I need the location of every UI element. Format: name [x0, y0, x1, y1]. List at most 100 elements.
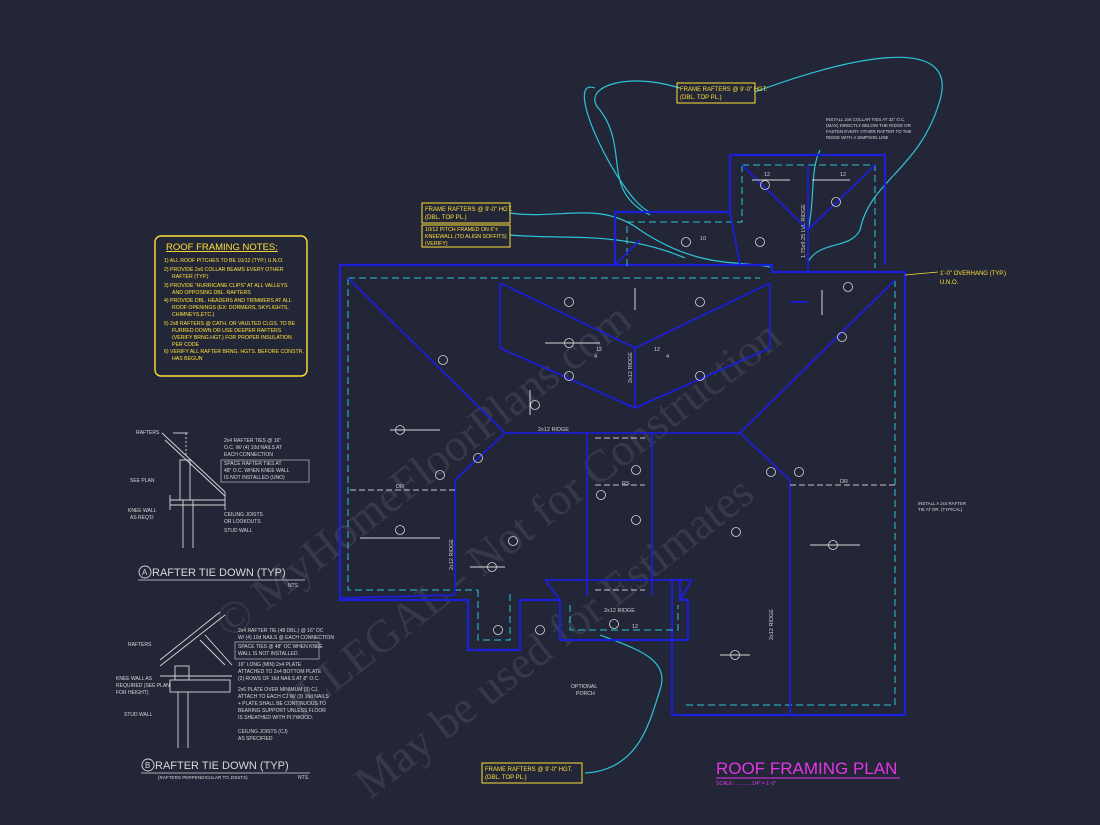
detail-b-label: ATTACHED TO 2x4 BOTTOM PLATE	[238, 669, 322, 675]
notes-title: ROOF FRAMING NOTES:	[166, 242, 278, 253]
detail-b-label: W/ (4) 10d NAILS @ EACH CONNECTION	[238, 635, 334, 641]
callout-left-line-4: KNEEWALL (TO ALIGN SOFFITS)	[425, 234, 507, 240]
pitch-label: 12	[840, 172, 846, 178]
ridge-label: 2x12 RIDGE	[538, 427, 569, 433]
detail-a-label: OR LOOKOUTS	[224, 519, 261, 525]
pitch-label: 12	[632, 624, 638, 630]
detail-b-label: + PLATE SHALL BE CONTINUOUS TO	[238, 701, 326, 707]
callout-left-line-2: (DBL. TOP PL.)	[425, 215, 467, 221]
pitch-label: 4	[666, 354, 669, 360]
detail-b-label: 16" LONG (MIN) 2x4 PLATE	[238, 662, 302, 668]
collar-note: (MAX) DIRECTLY BELOW THE RIDGE OR	[826, 123, 911, 128]
leader-lines	[509, 56, 943, 774]
detail-a-label: SPACE RAFTER TIES AT	[224, 461, 282, 467]
detail-b-label: ATTACH TO EACH CJ W/ (3) 16d NAILS	[238, 694, 329, 700]
detail-a-label: SEE PLAN	[130, 478, 155, 484]
note-line: CHIMNEYS,ETC.)	[172, 312, 215, 318]
porch-label: OPTIONAL	[571, 684, 597, 690]
detail-b-label: KNEE WALL AS	[116, 676, 153, 682]
detail-b-label: STUD WALL	[124, 712, 153, 718]
pitch-label: 4	[594, 354, 597, 360]
ridge-label: 2x12 RIDGE	[769, 609, 775, 640]
detail-b-label: IS SHEATHED WITH PLYWOOD.	[238, 715, 313, 721]
note-line: 4) PROVIDE DBL. HEADERS AND TRIMMERS AT …	[164, 298, 292, 304]
callout-top: FRAME RAFTERS @ 9'-0" HGT. (DBL. TOP PL.…	[676, 82, 768, 104]
detail-a-label: RAFTERS	[136, 430, 160, 436]
detail-a-label: 48" O.C. WHEN KNEE WALL	[224, 468, 290, 474]
detail-b-letter: B	[145, 761, 150, 770]
porch-label: PORCH	[576, 691, 595, 697]
note-line: 5) 2x8 RAFTERS @ CATH. OR VAULTED CLGS. …	[164, 321, 296, 327]
note-line: 3) PROVIDE "HURRICANE CLIPS" AT ALL VALL…	[164, 283, 288, 289]
detail-b-title: B RAFTER TIE DOWN (TYP) (RAFTERS PERPEND…	[141, 758, 310, 781]
callout-bottom-line-1: FRAME RAFTERS @ 9'-0" HGT.	[485, 767, 573, 773]
detail-b-label: (2) ROWS OF 16d NAILS AT 8" O.C.	[238, 676, 320, 682]
rafter-tags	[395, 180, 853, 660]
detail-b-subtitle: (RAFTERS PERPENDICULAR TO JOISTS)	[158, 775, 248, 780]
callout-left-line-1: FRAME RAFTERS @ 9'-0" HGT.	[425, 207, 513, 213]
drawing-scale: SCALE: ............1/4" = 1'-0"	[716, 781, 776, 787]
overhang-line-1: 1'-0" OVERHANG (TYP.)	[940, 271, 1006, 277]
callout-bottom-line-2: (DBL. TOP PL.)	[485, 775, 527, 781]
note-line: ROOF OPENINGS (EX: DORMERS, SKYLIGHTS,	[172, 305, 289, 311]
detail-b-label: 2x6 PLATE OVER MINIMUM (3) CJ,	[238, 687, 319, 693]
detail-b-label: 2x4 RAFTER TIE (48 DBL.) @ 16" OC	[238, 628, 324, 634]
detail-a-label: KNEE WALL	[128, 508, 157, 514]
detail-b-label: REQUIRED (SEE PLAN	[116, 683, 170, 689]
detail-b-label: CEILING JOISTS (CJ)	[238, 729, 288, 735]
pitch-label: 12	[764, 172, 770, 178]
callout-left: FRAME RAFTERS @ 9'-0" HGT. (DBL. TOP PL.…	[421, 202, 513, 248]
detail-a-label: EACH CONNECTION	[224, 452, 273, 458]
detail-b-title-text: RAFTER TIE DOWN (TYP)	[155, 760, 289, 772]
detail-a-label: AS REQ'D	[130, 515, 154, 521]
detail-b-nts: NTS.	[298, 775, 309, 781]
note-line: 1) ALL ROOF PITCHES TO BE 10/12 (TYP.) U…	[164, 258, 283, 264]
detail-a-title: A RAFTER TIE DOWN (TYP) NTS.	[138, 565, 305, 589]
lvl-ridge-label: 1.75x9.25 LVL RIDGE	[801, 204, 807, 258]
detail-a-label: O.C. W/ (4) 10d NAILS AT	[224, 445, 282, 451]
detail-b-label: AS SPECIFIED	[238, 736, 273, 742]
pitch-label: 12	[654, 347, 660, 353]
detail-b-label: RAFTERS	[128, 642, 152, 648]
detail-b-label: BEARING SUPPORT UNLESS FLOOR	[238, 708, 326, 714]
note-line: (VERIFY BRNG.HGT.) FOR PROPER INSULATION	[172, 335, 292, 341]
callout-overhang: 1'-0" OVERHANG (TYP.) U.N.O.	[904, 271, 1006, 286]
detail-b-space-box	[234, 641, 320, 660]
detail-a-title-text: RAFTER TIE DOWN (TYP)	[152, 567, 286, 579]
rs-label: RS	[622, 481, 630, 487]
detail-a-label: STUD WALL	[224, 528, 253, 534]
note-line: 6) VERIFY ALL RAFTER BRNG. HGTS. BEFORE …	[164, 349, 304, 355]
tie-note: INSTALL A 2x4 RAFTER	[918, 501, 966, 506]
ridge-label: 2x12 RIDGE	[449, 539, 455, 570]
drawing-title: ROOF FRAMING PLAN	[716, 759, 897, 778]
detail-a-nts: NTS.	[288, 583, 299, 589]
callout-left-line-5: (VERIFY)	[425, 241, 448, 247]
note-line: RAFTER (TYP.)	[172, 274, 209, 280]
drag-label-right: DR	[840, 479, 848, 485]
callout-top-line-1: FRAME RAFTERS @ 9'-0" HGT.	[680, 87, 768, 93]
drag-lines	[350, 437, 895, 591]
ridge-label: 2x12 RIDGE	[628, 352, 634, 383]
callout-bottom: FRAME RAFTERS @ 9'-0" HGT. (DBL. TOP PL.…	[481, 762, 583, 784]
detail-a-label: 2x4 RAFTER TIES @ 16"	[224, 438, 281, 444]
hip-ridge-lines	[339, 164, 896, 715]
collar-note: RIDGE WITH A SIMPSON LINE	[826, 135, 889, 140]
pitch-label: 10	[700, 236, 706, 242]
pitch-label: 12	[596, 347, 602, 353]
detail-b-label: SPACE TIES @ 48" OC WHEN KNEE	[238, 644, 323, 650]
roof-outline	[338, 153, 907, 717]
roof-framing-notes: ROOF FRAMING NOTES: 1) ALL ROOF PITCHES …	[154, 235, 308, 377]
detail-a-letter: A	[142, 568, 148, 577]
overhang-line-2: U.N.O.	[940, 280, 959, 286]
note-line: FURRED DOWN OR USE DEEPER RAFTERS	[172, 328, 282, 334]
callout-left-line-3: 10/12 PITCH FRAMED ON 6"±	[425, 227, 498, 233]
detail-a-label: IS NOT INSTALLED (UNO)	[224, 475, 285, 481]
note-line: PER CODE	[172, 342, 200, 348]
watermark: © MyHomeFloorPlans.com ILLEGAL - Not for…	[205, 292, 790, 808]
note-line: AND OPPOSING DBL. RAFTERS	[172, 290, 251, 296]
note-line: HAS BEGUN	[172, 356, 203, 362]
drag-label-left: DR	[396, 484, 404, 490]
collar-note: INSTALL 2x6 COLLAR TIES AT 32" O.C.	[826, 117, 905, 122]
detail-a-label: CEILING JOISTS	[224, 512, 264, 518]
